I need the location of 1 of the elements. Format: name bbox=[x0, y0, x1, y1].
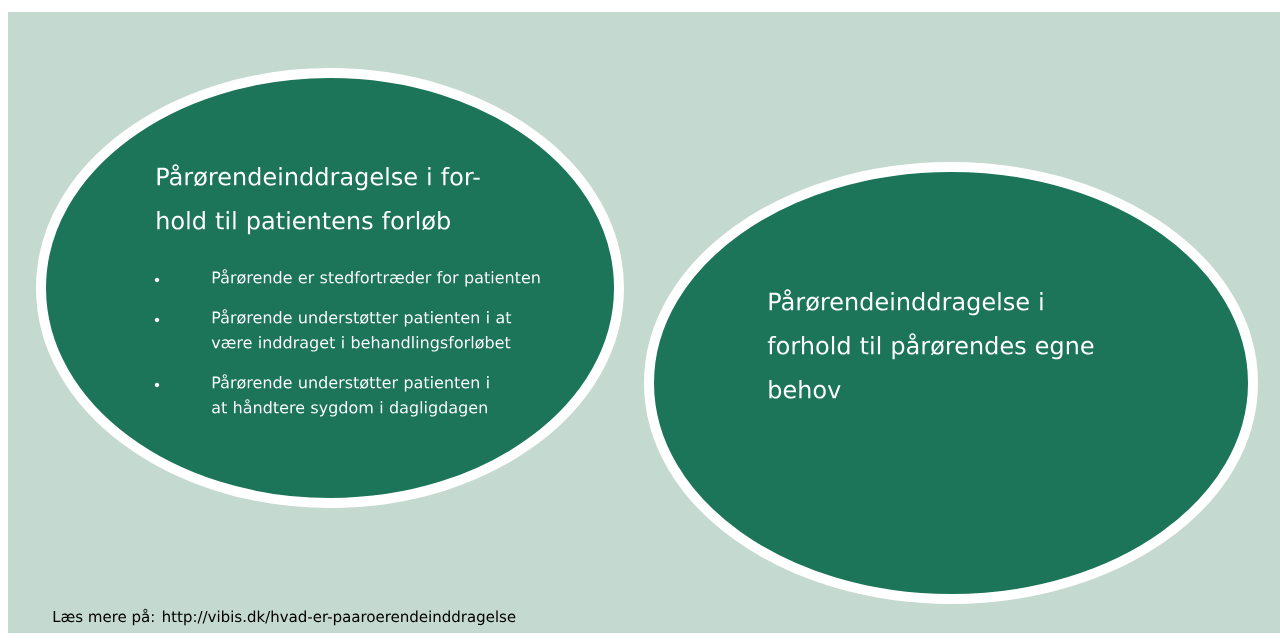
footer-note: Læs mere på: http://vibis.dk/hvad-er-paaroerendeinddragelse bbox=[53, 608, 516, 626]
